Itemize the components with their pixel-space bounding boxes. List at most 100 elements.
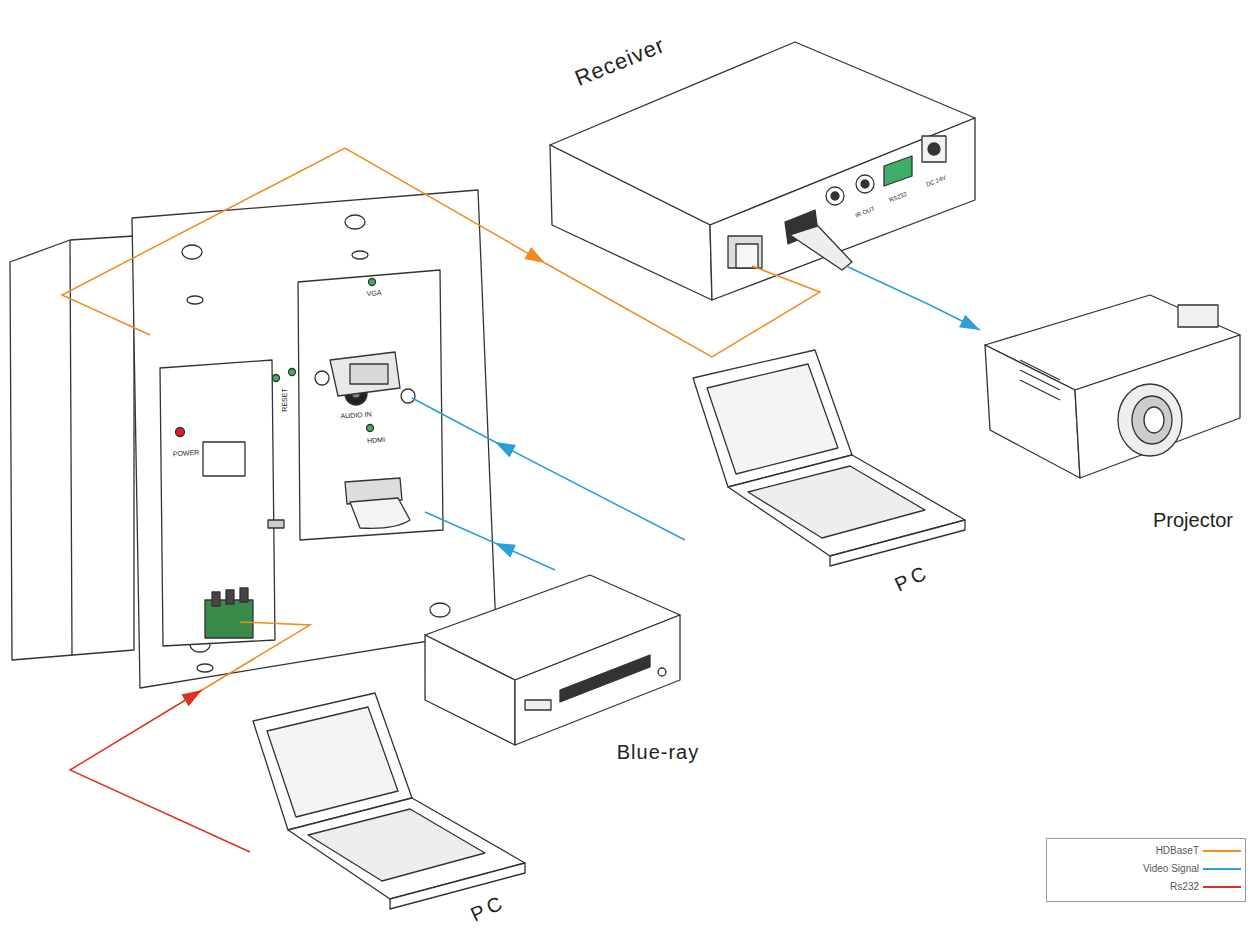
wall-plate-drawing-part — [430, 603, 450, 617]
wall-plate-drawing-part — [176, 428, 185, 437]
laptop-drawing — [693, 350, 965, 566]
device-label: PC — [892, 561, 933, 594]
port-label: HDMI — [367, 436, 385, 444]
wall-plate-drawing-part — [350, 364, 388, 384]
projector-drawing-part — [1020, 380, 1060, 400]
blu-ray-drawing-part — [525, 700, 551, 710]
blu-ray-drawing-part — [658, 668, 666, 676]
signal-connector — [930, 305, 980, 330]
cable-run-part — [412, 398, 495, 442]
port-label: RS232 — [888, 191, 907, 203]
projector-drawing-part — [1144, 407, 1164, 433]
signal-connector — [495, 543, 555, 570]
port-label: VGA — [366, 289, 381, 297]
laptop-drawing-part — [728, 455, 965, 556]
cable-run-part — [425, 512, 495, 543]
wall-plate-drawing-part — [212, 592, 220, 606]
wall-plate-drawing-part — [330, 352, 400, 396]
wall-plate-drawing-part — [401, 389, 415, 403]
wall-plate-drawing-part — [345, 215, 365, 229]
port-label: IR OUT — [854, 205, 875, 218]
projector-drawing-part — [1075, 335, 1240, 478]
legend-line — [1203, 850, 1241, 852]
blu-ray-drawing-part — [425, 635, 515, 745]
legend-line — [1203, 886, 1241, 888]
wall-plate-drawing-part — [315, 371, 329, 385]
laptop-drawing-part — [308, 809, 485, 881]
cable-run-part — [545, 263, 820, 357]
device-label: Projector — [1153, 510, 1233, 530]
wall-plate-drawing-part — [160, 360, 275, 646]
blu-ray-drawing — [425, 575, 680, 745]
port-label: AUDIO IN — [340, 410, 372, 419]
legend-text: HDBaseT — [1156, 846, 1199, 856]
receiver-drawing-part — [861, 180, 869, 188]
blu-ray-player: Blue-ray — [420, 570, 715, 770]
wall-plate-drawing-part — [298, 270, 443, 540]
wall-plate-drawing-part — [70, 240, 72, 655]
projector-drawing-part — [1178, 305, 1218, 327]
projector-drawing-part — [985, 345, 1080, 478]
laptop-drawing-part — [288, 798, 525, 899]
wall-plate-drawing-part — [367, 425, 374, 432]
projector-drawing-part — [1132, 396, 1172, 444]
wall-plate-drawing-part — [187, 296, 203, 304]
blu-ray-drawing-part — [560, 655, 650, 702]
projector-drawing-part — [1020, 370, 1060, 390]
projector: Projector — [980, 295, 1250, 535]
signal-connector — [264, 148, 545, 263]
projector-drawing-part — [1020, 360, 1060, 380]
laptop-pc: PC — [685, 345, 970, 595]
laptop-drawing-part — [707, 364, 838, 474]
receiver-drawing-part — [831, 192, 839, 200]
receiver-box: Receiver — [545, 20, 975, 305]
wall-plate-drawing-part — [289, 369, 296, 376]
device-label: Blue-ray — [617, 742, 699, 762]
receiver-drawing-part — [922, 136, 946, 162]
signal-connector — [70, 690, 250, 852]
laptop-drawing-part — [748, 466, 925, 538]
wall-plate-drawing-part — [197, 664, 213, 672]
laptop-pc: PC — [250, 690, 540, 940]
wall-plate-drawing-part — [203, 442, 245, 476]
receiver-drawing-part — [728, 236, 762, 268]
signal-connector — [495, 442, 685, 540]
wall-plate-transmitter: POWERRESETVGAAUDIO INHDMI — [10, 190, 495, 690]
wall-plate-drawing-part — [273, 375, 280, 382]
device-label: Receiver — [572, 34, 668, 90]
receiver-drawing-part — [710, 118, 975, 300]
wall-plate-drawing-part — [350, 498, 410, 528]
receiver-drawing-part — [550, 145, 712, 300]
cable-run-part — [62, 190, 264, 335]
receiver-drawing-part — [826, 187, 844, 205]
wall-plate-drawing-part — [369, 279, 376, 286]
port-label: RESET — [281, 388, 288, 411]
legend-line — [1203, 868, 1241, 870]
projector-drawing — [985, 295, 1240, 478]
wall-plate-drawing-part — [352, 251, 368, 259]
cable-run-part — [202, 622, 310, 690]
device-label: PC — [468, 891, 509, 924]
legend-text: Video Signal — [1143, 864, 1199, 874]
receiver-drawing — [550, 42, 975, 300]
receiver-drawing-part — [790, 226, 852, 270]
cable-run — [62, 190, 930, 690]
legend-box: HDBaseT Video SignalRs232 — [1046, 838, 1246, 902]
cable-run-part — [846, 266, 930, 305]
wall-plate-drawing-part — [226, 590, 234, 604]
projector-drawing-part — [1118, 384, 1182, 456]
laptop-drawing-part — [267, 707, 398, 817]
wall-plate-drawing-part — [268, 520, 284, 528]
port-label: DC 24V — [925, 174, 947, 187]
receiver-drawing-part — [928, 143, 940, 155]
legend-text: Rs232 — [1170, 882, 1199, 892]
receiver-drawing-part — [884, 156, 912, 186]
receiver-drawing-part — [856, 175, 874, 193]
wall-plate-drawing — [10, 190, 496, 688]
wall-plate-drawing-part — [182, 245, 202, 259]
receiver-drawing-part — [736, 244, 758, 268]
